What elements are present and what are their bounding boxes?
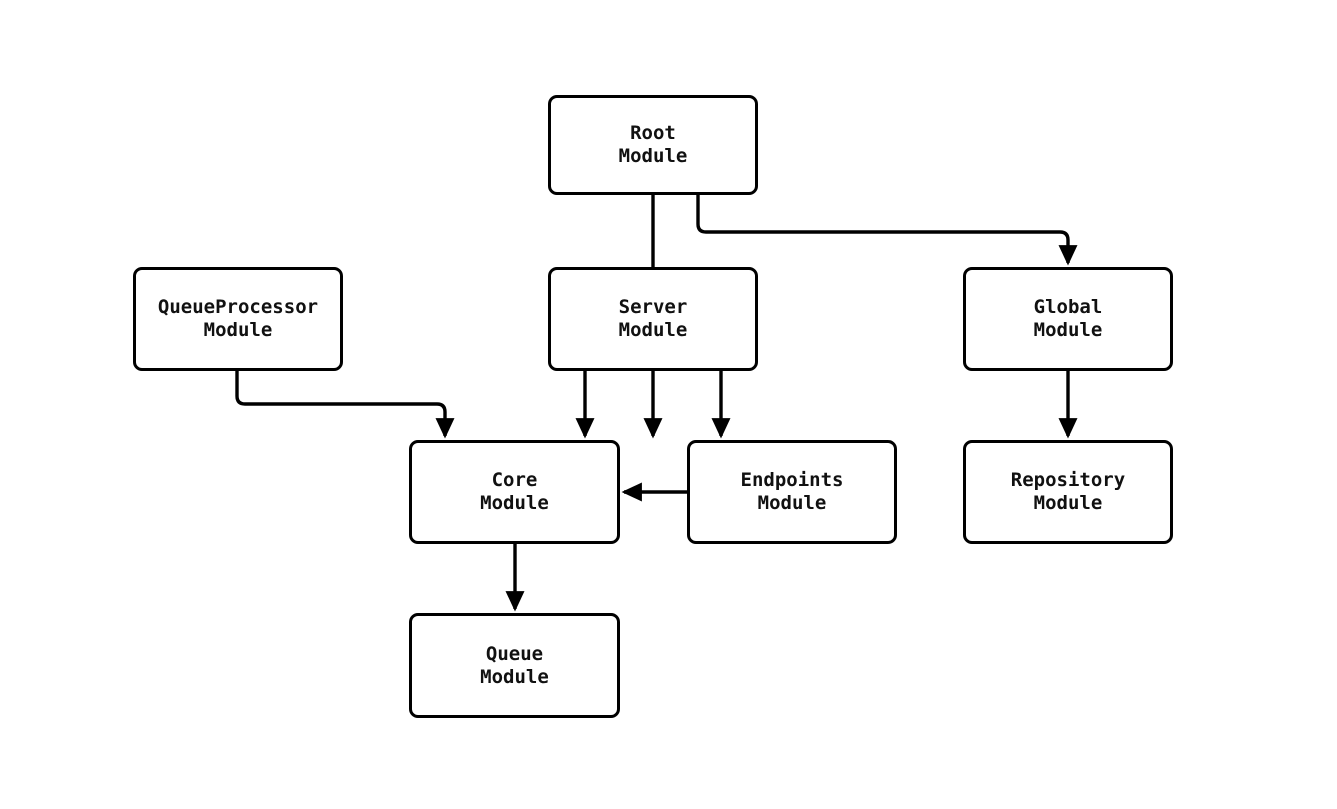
node-label-global-module: Global Module	[1033, 296, 1103, 341]
node-global-module[interactable]: Global Module	[963, 267, 1173, 371]
edge-root-global	[696, 195, 1078, 266]
node-root-module[interactable]: Root Module	[548, 95, 758, 195]
node-label-queueprocessor-module: QueueProcessor Module	[157, 296, 319, 341]
node-label-core-module: Core Module	[480, 469, 549, 514]
node-core-module[interactable]: Core Module	[409, 440, 620, 544]
node-queueprocessor-module[interactable]: QueueProcessor Module	[133, 267, 343, 371]
node-label-root-module: Root Module	[618, 122, 688, 167]
node-label-repository-module: Repository Module	[1010, 469, 1126, 514]
node-queue-module[interactable]: Queue Module	[409, 613, 620, 718]
node-label-server-module: Server Module	[618, 296, 688, 341]
node-repository-module[interactable]: Repository Module	[963, 440, 1173, 544]
edge-queueprocessor-core	[235, 371, 455, 439]
node-label-endpoints-module: Endpoints Module	[740, 469, 844, 514]
node-endpoints-module[interactable]: Endpoints Module	[687, 440, 897, 544]
node-label-queue-module: Queue Module	[480, 642, 549, 688]
node-server-module[interactable]: Server Module	[548, 267, 758, 371]
